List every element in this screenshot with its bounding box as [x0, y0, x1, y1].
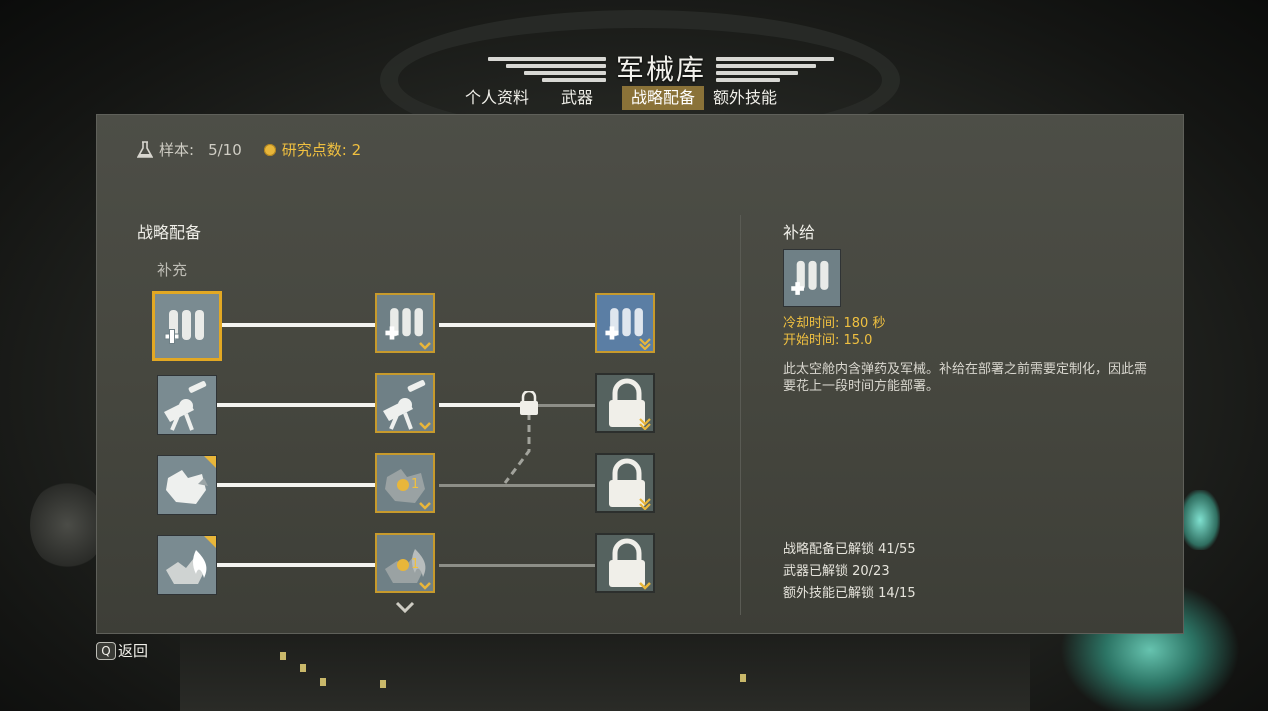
- page-title: 军械库: [615, 53, 706, 86]
- perks-unlocked: 额外技能已解锁 14/15: [783, 586, 916, 601]
- weapons-unlocked: 武器已解锁 20/23: [783, 564, 890, 579]
- lock-icon: [609, 458, 645, 507]
- cooldown-stat: 冷却时间: 180 秒: [783, 316, 886, 331]
- fire-node-locked[interactable]: [595, 533, 655, 593]
- key-hint-q: Q: [96, 641, 116, 660]
- supply-node-upgrade-2[interactable]: [595, 293, 655, 353]
- lock-icon: [609, 538, 645, 587]
- rank-double-chevron-icon: [639, 418, 651, 430]
- turret-node-locked[interactable]: [595, 373, 655, 433]
- blast-node-upgrade-1[interactable]: 1: [375, 453, 435, 513]
- turret-node-upgrade-1[interactable]: [375, 373, 435, 433]
- blast-node-base[interactable]: [157, 455, 217, 515]
- armory-panel: 样本: 5/10 研究点数: 2 战略配备 补充: [96, 114, 1184, 634]
- detail-stats: 冷却时间: 180 秒 开始时间: 15.0: [783, 315, 885, 349]
- incendiary-icon: [166, 550, 207, 584]
- blast-node-locked[interactable]: [595, 453, 655, 513]
- flask-icon: [137, 140, 153, 158]
- tab-perks[interactable]: 额外技能: [713, 88, 778, 107]
- ammo-icon: [385, 308, 423, 340]
- rank-chevron-icon: [639, 582, 651, 590]
- back-label: 返回: [118, 642, 149, 660]
- fire-node-upgrade-1[interactable]: 1: [375, 533, 435, 593]
- detail-title: 补给: [783, 223, 816, 242]
- upgrade-tree: 1 1: [97, 115, 737, 635]
- tree-section-title: 战略配备: [137, 223, 202, 242]
- connector-line-locked: [537, 404, 595, 407]
- research-points: 研究点数: 2: [281, 141, 362, 159]
- header: 军械库: [466, 50, 856, 86]
- turret-icon: [383, 380, 426, 430]
- rank-chevron-icon: [419, 342, 431, 350]
- sample-label: 样本:: [159, 141, 195, 159]
- resource-bar: 样本: 5/10 研究点数: 2: [137, 139, 361, 160]
- rank-chevron-icon: [419, 422, 431, 430]
- supply-node-base[interactable]: [152, 291, 222, 361]
- strategems-unlocked: 战略配备已解锁 41/55: [783, 542, 916, 557]
- research-coin-icon: [263, 143, 276, 156]
- connector-line: [217, 563, 375, 567]
- connector-line: [439, 403, 523, 407]
- explosive-icon: [166, 470, 208, 504]
- ammo-icon: [791, 260, 829, 295]
- unlock-cost: 1: [397, 477, 419, 492]
- connector-line: [221, 323, 375, 327]
- panel-divider: [740, 215, 741, 615]
- tab-weapons[interactable]: 武器: [561, 88, 594, 107]
- rank-double-chevron-icon: [639, 498, 651, 510]
- rank-chevron-icon: [419, 582, 431, 590]
- connector-line-locked: [439, 564, 595, 567]
- supply-node-upgrade-1[interactable]: [375, 293, 435, 353]
- background-floor: [180, 634, 1030, 711]
- connector-line: [439, 323, 595, 327]
- research-coin-icon: [397, 478, 409, 491]
- rank-chevron-icon: [419, 502, 431, 510]
- tab-profile[interactable]: 个人资料: [465, 88, 530, 107]
- scroll-down-chevron-icon[interactable]: [395, 601, 415, 613]
- detail-description: 此太空舱内含弹药及军械。补给在部署之前需要定制化，因此需要花上一段时间方能部署。: [783, 362, 1148, 394]
- new-indicator: [204, 536, 216, 548]
- tree-category-label: 补充: [157, 261, 188, 279]
- background-glow-small: [1180, 490, 1220, 550]
- ammo-icon: [164, 310, 204, 344]
- turret-icon: [164, 381, 207, 431]
- title-wing-left: [487, 53, 606, 83]
- unlock-progress: 战略配备已解锁 41/55 武器已解锁 20/23 额外技能已解锁 14/15: [783, 539, 916, 605]
- connector-line: [217, 483, 375, 487]
- locked-path: [503, 391, 538, 484]
- research-coin-icon: [397, 558, 409, 571]
- connector-line: [217, 403, 375, 407]
- title-wing-right: [716, 53, 834, 83]
- lock-icon: [609, 378, 645, 427]
- turret-node-base[interactable]: [157, 375, 217, 435]
- back-button[interactable]: Q 返回: [96, 640, 148, 661]
- rank-double-chevron-icon: [639, 338, 651, 350]
- unlock-cost: 1: [397, 557, 419, 572]
- new-indicator: [204, 456, 216, 468]
- fire-node-base[interactable]: [157, 535, 217, 595]
- detail-icon: [783, 249, 841, 307]
- ammo-icon: [605, 308, 643, 340]
- connector-line-locked: [439, 484, 595, 487]
- sample-value: 5/10: [208, 140, 242, 159]
- tab-strategems[interactable]: 战略配备: [622, 86, 705, 110]
- tab-bar: 个人资料 武器 战略配备 额外技能: [456, 86, 786, 110]
- start-time-stat: 开始时间: 15.0: [783, 333, 873, 348]
- background-emblem: [30, 480, 105, 570]
